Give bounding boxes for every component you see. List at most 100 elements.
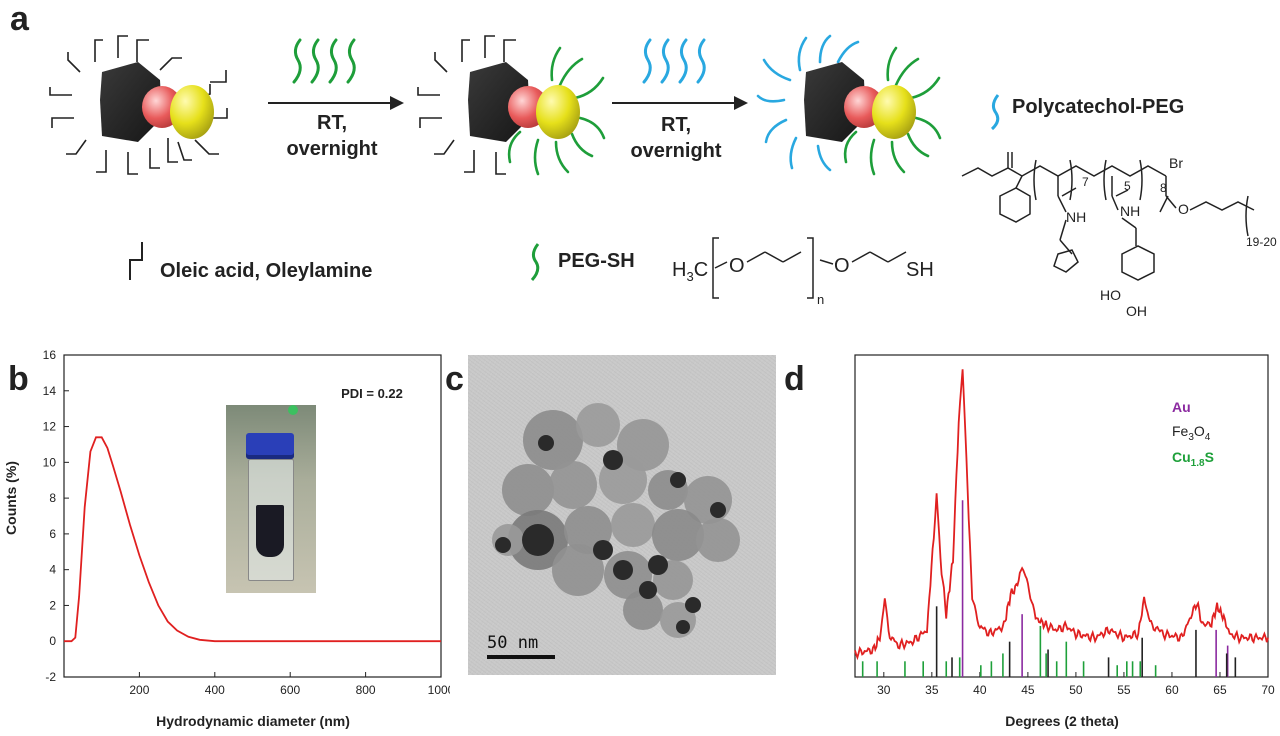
cu18s-domain bbox=[170, 85, 214, 139]
xrd-legend-fe3o4: Fe3O4 bbox=[1172, 423, 1211, 443]
step2-conditions: RT, overnight bbox=[612, 112, 740, 164]
polycatechol-peg-structure bbox=[961, 152, 1255, 281]
peg-sh-h3c: H3C bbox=[672, 259, 708, 284]
cu18s-domain bbox=[536, 85, 580, 139]
dls-y-tick-label: -2 bbox=[45, 670, 56, 684]
tem-nanoparticle bbox=[652, 509, 704, 561]
poly-br: Br bbox=[1169, 155, 1183, 171]
vial-dark-solution bbox=[256, 505, 284, 557]
panel-label-b: b bbox=[8, 360, 29, 398]
tem-dark-domain bbox=[613, 560, 633, 580]
peg-sh-legend-icon bbox=[530, 243, 540, 282]
tem-nanoparticle bbox=[552, 544, 604, 596]
tem-nanoparticle bbox=[696, 518, 740, 562]
poly-sub7: 7 bbox=[1082, 175, 1089, 189]
tem-dark-domain bbox=[603, 450, 623, 470]
polycatechol-legend-icon bbox=[990, 94, 1000, 131]
scale-bar-label: 50 nm bbox=[487, 633, 539, 653]
xrd-axes: 30 35 40 45 50 55 60 65 70 bbox=[854, 354, 1275, 697]
peg-sh-o1: O bbox=[729, 255, 745, 277]
xrd-x-tick-label: 35 bbox=[925, 683, 939, 697]
xrd-x-tick-label: 55 bbox=[1117, 683, 1131, 697]
step2-time: overnight bbox=[630, 140, 722, 162]
panel-label-a: a bbox=[10, 0, 29, 38]
dls-x-tick-label: 1000 bbox=[428, 683, 450, 697]
dls-size-distribution-line bbox=[64, 436, 441, 643]
nanoparticle-oleate bbox=[49, 35, 228, 175]
tem-dark-domain bbox=[593, 540, 613, 560]
tem-image bbox=[468, 355, 776, 675]
peg-sh-reagent-icon bbox=[292, 38, 356, 84]
tem-nanoparticle bbox=[549, 461, 597, 509]
poly-oh: OH bbox=[1126, 303, 1147, 319]
poly-o: O bbox=[1178, 201, 1189, 217]
dls-x-tick-label: 800 bbox=[356, 683, 376, 697]
xrd-x-tick-label: 50 bbox=[1069, 683, 1083, 697]
panel-label-c: c bbox=[445, 360, 464, 398]
tem-nanoparticle bbox=[623, 590, 663, 630]
nanoparticle-partial-peg-oleate bbox=[417, 35, 516, 175]
poly-nh1: NH bbox=[1066, 209, 1086, 225]
polycatechol-peg-chains bbox=[756, 34, 860, 172]
dls-x-axis-label: Hydrodynamic diameter (nm) bbox=[156, 713, 350, 729]
tem-nanoparticle bbox=[502, 464, 554, 516]
cu18s-domain bbox=[872, 85, 916, 139]
dls-x-tick-label: 200 bbox=[129, 683, 149, 697]
dls-y-tick-label: 16 bbox=[43, 348, 57, 362]
poly-sub5: 5 bbox=[1124, 179, 1131, 193]
vial-cap bbox=[246, 433, 294, 459]
dls-axes: -202468101214162004006008001000 bbox=[43, 348, 450, 697]
xrd-x-tick-label: 30 bbox=[877, 683, 891, 697]
fe3o4-core bbox=[100, 62, 162, 142]
tem-dark-domain bbox=[710, 502, 726, 518]
dls-x-tick-label: 400 bbox=[205, 683, 225, 697]
peg-sh-o2: O bbox=[834, 255, 850, 277]
dls-y-tick-label: 6 bbox=[49, 527, 56, 541]
xrd-x-tick-label: 40 bbox=[973, 683, 987, 697]
tem-dark-domain bbox=[670, 472, 686, 488]
arrowhead-1 bbox=[390, 96, 404, 110]
tem-nanoparticle bbox=[611, 503, 655, 547]
peg-sh-n: n bbox=[817, 292, 824, 307]
dls-y-axis-label: Counts (%) bbox=[3, 461, 19, 535]
dls-y-tick-label: 12 bbox=[43, 420, 57, 434]
xrd-reference-lines bbox=[861, 500, 1237, 677]
xrd-plot-frame bbox=[854, 354, 1269, 678]
tem-particles bbox=[492, 403, 740, 638]
xrd-x-tick-label: 65 bbox=[1213, 683, 1227, 697]
scale-bar bbox=[487, 655, 555, 659]
xrd-x-tick-label: 60 bbox=[1165, 683, 1179, 697]
dls-y-tick-label: 10 bbox=[43, 455, 57, 469]
tem-dark-domain bbox=[495, 537, 511, 553]
peg-sh-chains bbox=[507, 46, 606, 176]
oleate-legend-icon bbox=[129, 242, 143, 280]
xrd-pattern-line bbox=[854, 369, 1269, 661]
dls-y-tick-label: 14 bbox=[43, 384, 57, 398]
tem-nanoparticle bbox=[576, 403, 620, 447]
tem-dark-domain bbox=[648, 555, 668, 575]
xrd-legend-cu18s: Cu1.8S bbox=[1172, 449, 1214, 469]
oleate-legend-label: Oleic acid, Oleylamine bbox=[160, 260, 373, 282]
arrowhead-2 bbox=[734, 96, 748, 110]
synthesis-scheme: H3C O O SH n Br 7 5 8 NH NH O HO OH 19-2… bbox=[49, 34, 1277, 319]
step1-conditions: RT, overnight bbox=[268, 110, 396, 162]
step1-temp: RT, bbox=[317, 112, 347, 134]
peg-sh-chains bbox=[843, 46, 942, 176]
peg-sh-legend-label: PEG-SH bbox=[558, 250, 635, 272]
dls-y-tick-label: 4 bbox=[49, 563, 56, 577]
step1-time: overnight bbox=[286, 138, 378, 160]
peg-sh-structure bbox=[712, 237, 907, 299]
xrd-x-tick-label: 45 bbox=[1021, 683, 1035, 697]
tem-dark-domain bbox=[676, 620, 690, 634]
xrd-x-tick-label: 70 bbox=[1261, 683, 1275, 697]
dls-y-tick-label: 8 bbox=[49, 491, 56, 505]
dls-y-tick-label: 2 bbox=[49, 598, 56, 612]
pdi-annotation: PDI = 0.22 bbox=[341, 386, 403, 401]
dls-plot-frame bbox=[63, 354, 442, 678]
poly-nh2: NH bbox=[1120, 203, 1140, 219]
vial-background-spot bbox=[288, 405, 298, 415]
step2-temp: RT, bbox=[661, 114, 691, 136]
xrd-x-axis-label: Degrees (2 theta) bbox=[1005, 713, 1119, 729]
polycatechol-legend-label: Polycatechol-PEG bbox=[1012, 96, 1185, 118]
